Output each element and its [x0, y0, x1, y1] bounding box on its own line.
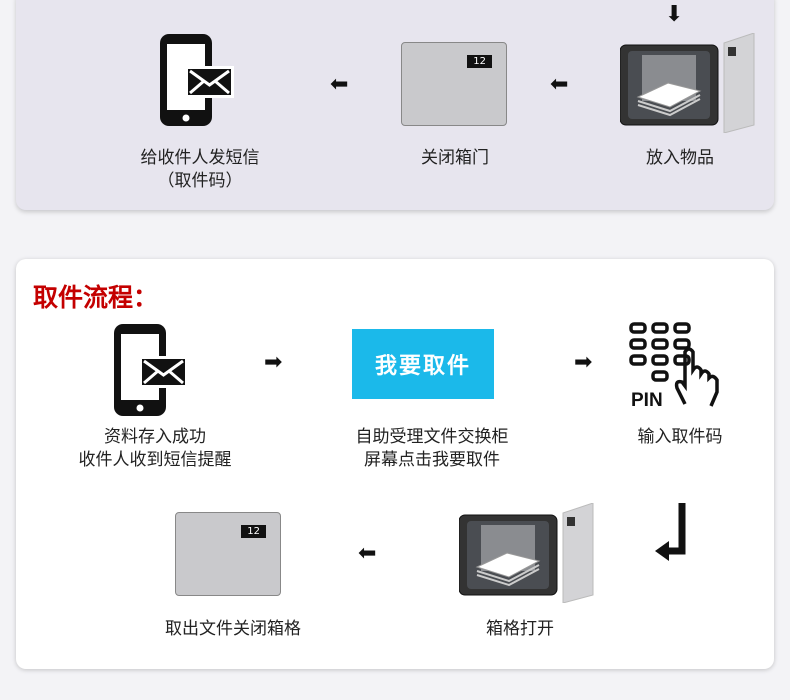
section-title: 取件流程：	[33, 283, 159, 312]
closed-locker-icon: 12	[401, 42, 507, 126]
locker-open-icon	[458, 502, 599, 607]
step-label: 给收件人发短信（取件码）	[140, 148, 260, 191]
svg-text:PIN: PIN	[631, 390, 663, 411]
arrow-right-icon: ➡	[264, 350, 283, 375]
phone-sms-icon	[110, 322, 190, 422]
arrow-right-icon: ➡	[574, 350, 593, 375]
arrow-left-icon: ⬅	[358, 541, 377, 566]
step-label: 关闭箱门	[421, 148, 489, 168]
pickup-button[interactable]: 我要取件	[352, 329, 494, 399]
step-label: 放入物品	[646, 148, 714, 168]
phone-sms-icon	[156, 32, 236, 132]
step-label: 自助受理文件交换柜屏幕点击我要取件	[355, 427, 509, 470]
arrow-down-icon: ⬇	[665, 2, 684, 27]
locker-open-icon	[619, 32, 760, 137]
arrow-left-icon: ⬅	[330, 72, 349, 97]
arrow-down-left-icon	[655, 503, 691, 565]
box-number: 12	[467, 55, 492, 68]
arrow-left-icon: ⬅	[550, 72, 569, 97]
box-number: 12	[241, 525, 266, 538]
pin-keypad-icon: PIN	[627, 320, 723, 412]
closed-locker-icon: 12	[175, 512, 281, 596]
step-label: 输入取件码	[637, 427, 723, 447]
step-label: 箱格打开	[486, 619, 554, 639]
step-label: 资料存入成功收件人收到短信提醒	[78, 427, 232, 470]
step-label: 取出文件关闭箱格	[165, 619, 301, 639]
